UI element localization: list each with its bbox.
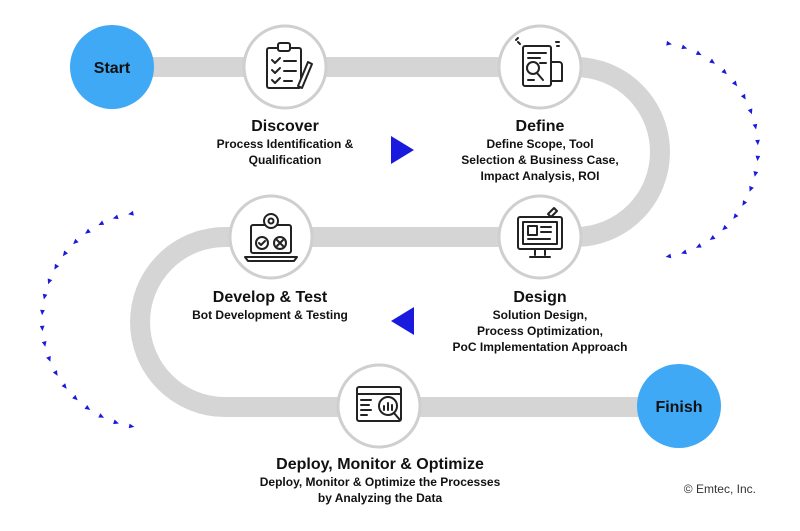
deploy-step-node (336, 363, 422, 449)
step-description-line: Deploy, Monitor & Optimize the Processes (259, 475, 501, 489)
step-design-label: Design Solution Design, Process Optimiza… (430, 288, 650, 355)
arc-dot (722, 224, 728, 231)
step-title: Define (515, 118, 565, 135)
step-description: Process Identification & Qualification (195, 136, 375, 168)
discover-step-node (242, 24, 328, 110)
roadmap-track (110, 57, 680, 417)
step-description-line: PoC Implementation Approach (452, 340, 628, 354)
step-title: Discover (251, 118, 319, 135)
step-title: Design (513, 289, 567, 306)
step-description: Define Scope, Tool Selection & Business … (440, 136, 640, 184)
step-description-line: Impact Analysis, ROI (480, 169, 600, 183)
step-description-line: Solution Design, (492, 308, 588, 322)
arc-dot (41, 341, 47, 347)
step-deploy-label: Deploy, Monitor & Optimize Deploy, Monit… (230, 455, 530, 506)
arc-dot (85, 228, 91, 234)
arc-dot (695, 243, 702, 248)
finish-label: Finish (655, 399, 702, 416)
arc-dot (747, 108, 753, 115)
arc-dot (749, 185, 754, 192)
step-description-line: Bot Development & Testing (192, 308, 348, 322)
arc-dot (112, 214, 119, 220)
arc-dot (128, 210, 134, 216)
finish-node (637, 364, 721, 448)
arc-dot (54, 263, 60, 270)
arc-dot (84, 405, 91, 410)
start-node (70, 25, 154, 109)
step-title: Deploy, Monitor & Optimize (276, 456, 484, 473)
arc-dot (98, 413, 105, 418)
arc-dot (732, 80, 738, 87)
arc-dot (113, 419, 119, 425)
arc-dot (721, 68, 727, 75)
arc-dot (46, 355, 51, 362)
step-title: Develop & Test (212, 289, 328, 306)
develop-test-step-node (228, 194, 314, 280)
dotted-arc-decorations (39, 40, 761, 429)
arc-dot (681, 249, 687, 255)
tablet-design-icon (517, 207, 563, 258)
step-description-line: by Analyzing the Data (317, 491, 443, 505)
step-description: Bot Development & Testing (170, 307, 370, 323)
arc-dot (98, 220, 105, 226)
arc-dot (128, 423, 135, 429)
step-define-label: Define Define Scope, Tool Selection & Bu… (440, 117, 640, 184)
arc-dot (755, 139, 760, 146)
arc-dot (62, 250, 68, 257)
arc-dot (42, 293, 48, 300)
arc-dot (681, 44, 688, 50)
step-description: Solution Design, Process Optimization, P… (430, 307, 650, 355)
arc-dot (753, 171, 759, 177)
copyright-text: © Emtec, Inc. (683, 482, 756, 496)
step-description-line: Process Optimization, (476, 324, 604, 338)
direction-arrow-left (391, 307, 414, 335)
arc-dot (40, 309, 45, 316)
arc-dot (740, 93, 746, 100)
arc-dot (47, 278, 53, 285)
start-label: Start (94, 60, 131, 77)
arc-dot (73, 238, 79, 245)
arc-dot (752, 123, 758, 130)
document-analysis-icon (515, 37, 563, 87)
arc-dot (733, 213, 739, 219)
step-description-line: Define Scope, Tool (486, 137, 594, 151)
arc-dot (72, 394, 78, 401)
arc-dot (755, 155, 761, 162)
step-description: Deploy, Monitor & Optimize the Processes… (230, 474, 530, 506)
laptop-gear-test-icon (244, 213, 298, 262)
define-step-node (497, 24, 583, 110)
step-discover-label: Discover Process Identification & Qualif… (195, 117, 375, 168)
step-description-line: Qualification (248, 153, 322, 167)
step-description-line: Process Identification & (216, 137, 354, 151)
arc-dot (742, 200, 748, 206)
direction-arrow-right (391, 136, 414, 164)
design-step-node (497, 194, 583, 280)
arc-dot (665, 253, 672, 259)
arc-dot (695, 50, 702, 56)
step-develop-test-label: Develop & Test Bot Development & Testing (170, 288, 370, 323)
arc-dot (61, 383, 67, 389)
arc-dot (52, 370, 58, 376)
arc-dot (39, 325, 45, 332)
clipboard-checklist-icon (266, 42, 313, 89)
arc-dot (666, 40, 672, 46)
monitor-magnifier-chart-icon (356, 386, 402, 422)
arc-dot (709, 58, 715, 64)
arc-dot (709, 235, 716, 240)
step-description-line: Selection & Business Case, (461, 153, 619, 167)
